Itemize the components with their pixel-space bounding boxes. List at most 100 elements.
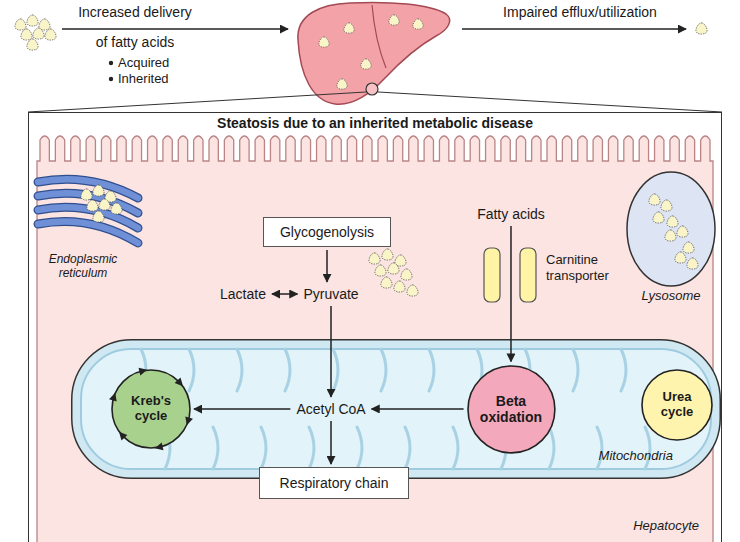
lipid-droplet <box>653 212 664 223</box>
liver-ligament <box>372 5 386 68</box>
zoom-line <box>378 92 722 112</box>
bullet <box>109 61 113 65</box>
text-label: Inherited <box>118 71 208 87</box>
flow-arrow <box>272 293 297 295</box>
process-box: Glycogenolysis <box>263 217 391 247</box>
endoplasmic-reticulum <box>38 179 138 243</box>
node-text: Beta oxidation <box>475 393 547 425</box>
zoom-line <box>28 92 366 112</box>
label-box: of fatty acids <box>60 34 210 51</box>
metabolite-label: Pyruvate <box>300 285 361 303</box>
liver <box>298 2 450 104</box>
text-label: Increased delivery <box>60 4 210 21</box>
node-text: Kreb's cycle <box>123 394 179 424</box>
mitochondrion: Mitochondria Kreb's cycle Acetyl CoA Beta o… <box>71 339 721 479</box>
lipid-droplet <box>99 199 110 210</box>
lipid-droplet <box>683 242 694 253</box>
label-box: Increased delivery <box>60 4 210 21</box>
label-box: Carnitine transporter <box>546 252 638 283</box>
shape-outline <box>626 171 716 305</box>
lipid-droplet <box>361 59 371 69</box>
lipid-droplet <box>407 285 418 296</box>
text-label: Carnitine transporter <box>546 252 638 283</box>
node-text: Lysosome <box>626 289 716 304</box>
cycle-arrowhead <box>155 442 164 450</box>
node-text: Glycogenolysis <box>280 224 374 240</box>
metabolite-label: Fatty acids <box>474 205 548 223</box>
droplet-group <box>15 15 707 89</box>
lipid-droplet <box>337 79 347 89</box>
lipid-droplet <box>381 277 392 288</box>
flow-arrow <box>330 306 332 397</box>
lipid-droplet <box>413 19 423 29</box>
lipid-droplet <box>375 265 386 276</box>
lipid-droplet <box>388 263 399 274</box>
node-text: Respiratory chain <box>280 475 389 491</box>
lipid-droplet <box>344 23 354 33</box>
hepatocyte-cell: HepatocyteGlycogenolysisLactatePyruvateF… <box>37 133 713 542</box>
lipid-droplet <box>27 15 38 26</box>
flow-arrow <box>510 226 512 362</box>
lipid-droplet <box>319 37 329 47</box>
lipid-droplet <box>81 189 92 200</box>
lipid-droplet <box>696 23 707 34</box>
lipid-droplet <box>33 28 44 39</box>
lysosome-organelle: Lysosome <box>626 171 716 305</box>
lipid-droplet <box>389 15 399 25</box>
lipid-droplet <box>87 200 98 211</box>
circle-outline <box>468 366 555 453</box>
lipid-droplet <box>661 200 672 211</box>
node-text: Urea cycle <box>653 390 701 420</box>
text-label: Acquired <box>118 55 208 71</box>
circle-outline <box>112 370 190 448</box>
cycle-arrowhead <box>139 368 148 376</box>
node-text: Steatosis due to an inherited metabolic … <box>29 115 721 131</box>
lipid-droplet <box>687 258 698 269</box>
label-box: Endoplasmic reticulum <box>40 252 126 281</box>
node-text: Mitochondria <box>71 449 721 464</box>
lipid-droplet <box>21 29 32 40</box>
label-box: Impaired efflux/utilization <box>470 4 690 21</box>
lipid-droplet <box>677 226 688 237</box>
lipid-droplet <box>382 249 393 260</box>
process-circle: Beta oxidation <box>467 365 556 454</box>
lipid-droplet <box>39 19 50 30</box>
lysosome-outline <box>627 172 715 286</box>
cycle-arrowhead <box>109 393 117 402</box>
flow-arrow <box>372 408 464 410</box>
lipid-droplet <box>15 19 26 30</box>
node-text: Lactate <box>220 286 266 302</box>
process-box: Respiratory chain <box>259 467 409 499</box>
zoom-panel: Steatosis due to an inherited metabolic … <box>28 112 722 542</box>
cycle-circle: Kreb's cycle <box>111 369 191 449</box>
mitochondrion-outer <box>72 340 721 479</box>
lipid-droplet <box>27 39 38 50</box>
metabolite-label: Lactate <box>217 285 269 303</box>
cristae <box>141 349 650 469</box>
text-label: Endoplasmic reticulum <box>40 252 126 281</box>
lipid-droplet <box>111 203 122 214</box>
flow-arrow <box>330 421 332 464</box>
cycle-circle: Urea cycle <box>641 369 713 441</box>
text-label: of fatty acids <box>60 34 210 51</box>
lipid-droplet <box>667 216 678 227</box>
delivery-arrow <box>62 28 288 30</box>
metabolite-label: Acetyl CoA <box>293 400 368 418</box>
lipid-droplet <box>105 191 116 202</box>
cycle-arrowhead <box>185 416 193 425</box>
lipid-droplet <box>665 230 676 241</box>
cycle-arrowhead <box>119 432 127 441</box>
lipid-droplet <box>401 269 412 280</box>
node-text: Fatty acids <box>477 206 545 222</box>
carnitine-transporter <box>484 248 536 302</box>
label-box: Inherited <box>118 71 208 87</box>
text-label: Impaired efflux/utilization <box>470 4 690 21</box>
flow-arrow <box>326 250 328 282</box>
lipid-droplet <box>93 185 104 196</box>
lipid-droplet <box>649 194 660 205</box>
lipid-droplet <box>45 29 56 40</box>
lipid-droplet <box>394 281 405 292</box>
bullet <box>109 77 113 81</box>
label-box: Acquired <box>118 55 208 71</box>
